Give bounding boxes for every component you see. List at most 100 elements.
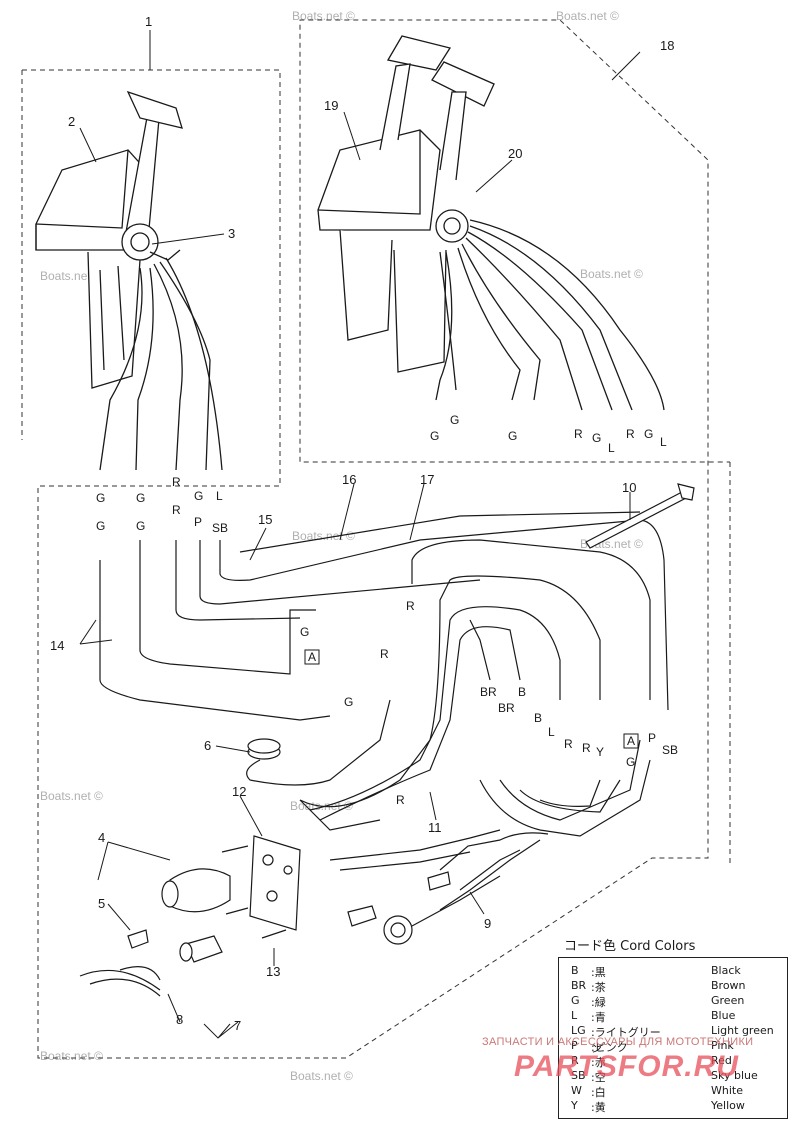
callout-12: 12 xyxy=(232,784,246,799)
wire-label: BR xyxy=(480,685,497,699)
cord-colors-legend: B :黒 Black BR :茶 Brown G :緑 Green L :青 B… xyxy=(558,957,788,1119)
callout-9: 9 xyxy=(484,916,491,931)
watermark: Boats.net © xyxy=(292,529,355,543)
wire-label: G xyxy=(344,695,353,709)
watermark: Boats.net © xyxy=(40,269,103,283)
legend-jp: :黒 xyxy=(591,966,606,979)
wire-label: B xyxy=(534,711,542,725)
wire-label: R xyxy=(406,599,415,613)
wire-label: R xyxy=(564,737,573,751)
legend-row: B :黒 Black xyxy=(565,964,781,979)
legend-en: Yellow xyxy=(711,1099,745,1112)
wire-label: G xyxy=(194,489,203,503)
legend-jp: :ライトグリーン xyxy=(591,1026,661,1055)
callout-11: 11 xyxy=(428,820,442,835)
legend-en: Green xyxy=(711,994,745,1007)
legend-jp: :青 xyxy=(591,1011,606,1024)
callout-15: 15 xyxy=(258,512,272,527)
legend-code: R xyxy=(571,1054,579,1067)
watermark: Boats.net © xyxy=(290,1069,353,1083)
wire-label: P xyxy=(194,515,202,529)
legend-en: Sky blue xyxy=(711,1069,758,1082)
wire-label: G xyxy=(430,429,439,443)
wire-label: P xyxy=(648,731,656,745)
wire-label: L xyxy=(216,489,223,503)
wiring-harness xyxy=(99,511,669,911)
brand-tagline: ЗАПЧАСТИ И АКСЕССУАРЫ ДЛЯ МОТОТЕХНИКИ xyxy=(482,1036,754,1048)
wire-label: L xyxy=(548,725,555,739)
wire-label: B xyxy=(518,685,526,699)
legend-jp: :ピンク xyxy=(591,1041,628,1054)
wire-label: Y xyxy=(596,745,604,759)
callout-13: 13 xyxy=(266,964,280,979)
callout-7: 7 xyxy=(234,1018,241,1033)
legend-title: コード色 Cord Colors xyxy=(564,939,696,954)
wire-label: R xyxy=(380,647,389,661)
wire-label: G xyxy=(300,625,309,639)
wire-label: L xyxy=(608,441,615,455)
legend-row: R :赤 Red xyxy=(565,1054,781,1069)
watermark: Boats.net © xyxy=(580,267,643,281)
watermark: Boats.net © xyxy=(556,9,619,23)
wire-label: G xyxy=(644,427,653,441)
wire-label: SB xyxy=(212,521,228,535)
legend-code: BR xyxy=(571,979,587,992)
wire-label: A xyxy=(308,650,316,664)
legend-row: P :ピンク Pink xyxy=(565,1039,781,1054)
harness-wire-labels: G A R R G BR BR B B L R Y R A G P SB R xyxy=(300,599,678,807)
wire-label: R xyxy=(396,793,405,807)
callout-18: 18 xyxy=(660,38,674,53)
wire-label: G xyxy=(592,431,601,445)
wire-label: G xyxy=(450,413,459,427)
legend-row: Y :黄 Yellow xyxy=(565,1099,781,1114)
legend-row: G :緑 Green xyxy=(565,994,781,1009)
callout-19: 19 xyxy=(324,98,338,113)
wire-label: R xyxy=(172,503,181,517)
legend-code: G xyxy=(571,994,580,1007)
legend-jp: :白 xyxy=(591,1086,606,1099)
watermark: Boats.net © xyxy=(40,1049,103,1063)
legend-code: W xyxy=(571,1084,582,1097)
legend-en: Red xyxy=(711,1054,732,1067)
wire-label: R xyxy=(574,427,583,441)
legend-jp: :黄 xyxy=(591,1101,606,1114)
wire-label: G xyxy=(508,429,517,443)
ref-box-a xyxy=(623,733,639,749)
wire-label: G xyxy=(96,491,105,505)
wire-label: R xyxy=(172,475,181,489)
callout-17: 17 xyxy=(420,472,434,487)
group-boundaries xyxy=(21,19,731,1059)
wire-label: L xyxy=(660,435,667,449)
legend-jp: :赤 xyxy=(591,1056,606,1069)
legend-en: Blue xyxy=(711,1009,736,1022)
dual-lever-wire-labels: G G G R G L R G L xyxy=(430,413,667,455)
legend-code: P xyxy=(571,1039,578,1052)
callout-10: 10 xyxy=(622,480,636,495)
callout-14: 14 xyxy=(50,638,64,653)
legend-row: BR :茶 Brown xyxy=(565,979,781,994)
legend-en: Brown xyxy=(711,979,746,992)
wire-label: G xyxy=(136,491,145,505)
wire-label: R xyxy=(626,427,635,441)
callout-6: 6 xyxy=(204,738,211,753)
wire-label: G xyxy=(626,755,635,769)
legend-en: Pink xyxy=(711,1039,734,1052)
single-lever-wire-labels: G G R G L G G R P SB xyxy=(96,475,228,535)
callout-3: 3 xyxy=(228,226,235,241)
legend-en: Black xyxy=(711,964,741,977)
callout-1: 1 xyxy=(145,14,152,29)
watermark: Boats.net © xyxy=(292,9,355,23)
ref-box-a xyxy=(304,649,320,665)
wire-label: SB xyxy=(662,743,678,757)
leader-lines xyxy=(79,30,641,1039)
legend-row: SB :空 Sky blue xyxy=(565,1069,781,1084)
wire-label: R xyxy=(582,741,591,755)
watermark: Boats.net © xyxy=(40,789,103,803)
callout-8: 8 xyxy=(176,1012,183,1027)
brand-logo: PARTSFOR.RU xyxy=(514,1050,739,1083)
callout-2: 2 xyxy=(68,114,75,129)
callout-5: 5 xyxy=(98,896,105,911)
small-parts xyxy=(79,483,695,997)
legend-row: LG :ライトグリーン Light green xyxy=(565,1024,781,1055)
legend-code: L xyxy=(571,1009,578,1022)
